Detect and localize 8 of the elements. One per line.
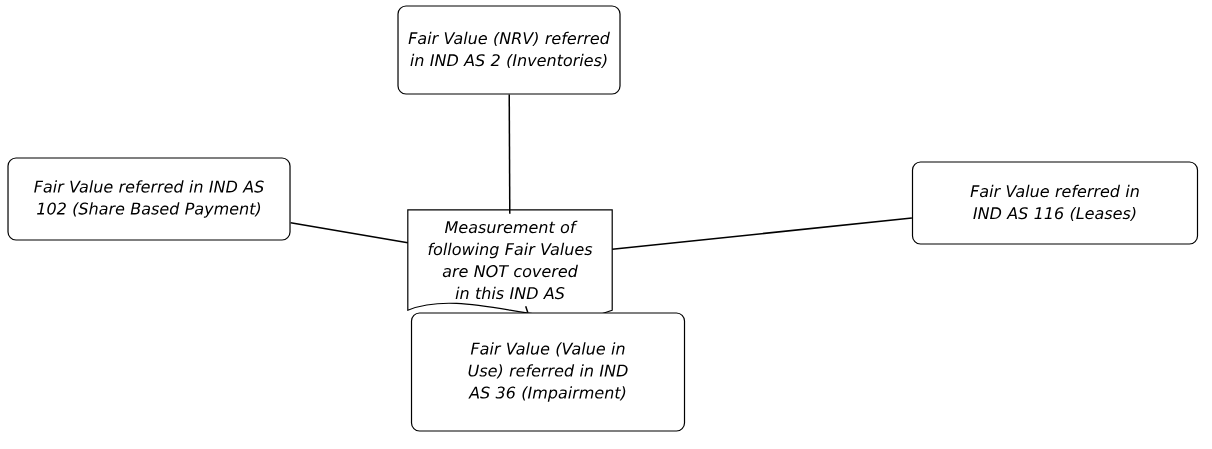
connector-line [524, 305, 529, 314]
rounded-box: Fair Value (NRV) referred in IND AS 2 (Inventories) [397, 5, 621, 95]
connector-line [611, 217, 913, 251]
connector-line [289, 222, 409, 244]
rounded-box: Fair Value (Value in Use) referred in IND AS 36 (Impairment) [410, 312, 686, 432]
rounded-box: Fair Value referred in IND AS 116 (Leases) [911, 161, 1199, 245]
rounded-box: Fair Value referred in IND AS 102 (Share Based Payment) [7, 157, 291, 241]
connector-line [508, 93, 511, 215]
